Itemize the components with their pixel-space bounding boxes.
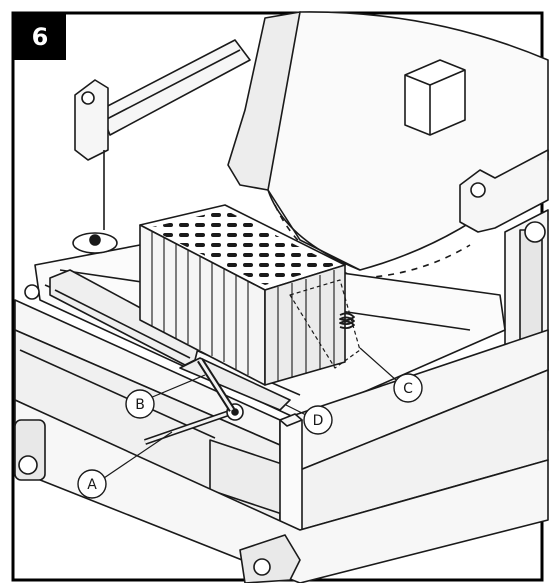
- rail-knob: [72, 232, 118, 254]
- callout-b-label: B: [135, 397, 145, 413]
- callout-a-label: A: [87, 477, 97, 493]
- callout-c-label: C: [403, 381, 413, 397]
- leader-d: [285, 404, 307, 416]
- step-number-badge: 6: [14, 14, 66, 60]
- callout-a-circle: [77, 469, 107, 499]
- brick-workpiece: [139, 204, 361, 386]
- brick-side-face: [264, 264, 346, 386]
- callouts: [77, 373, 423, 499]
- callout-d-circle: [303, 405, 333, 435]
- guard-knob: [404, 59, 466, 136]
- leader-c: [359, 347, 397, 381]
- leader-b: [149, 374, 206, 399]
- callout-leaders: [103, 347, 397, 479]
- cut-line-outline: [289, 279, 361, 369]
- left-wheel: [14, 419, 46, 481]
- leader-a: [103, 431, 173, 479]
- rear-left-rail: [99, 39, 251, 136]
- spring-clip-c: [339, 312, 355, 330]
- callout-b-circle: [125, 389, 155, 419]
- right-bracket: [459, 149, 549, 233]
- callout-d-label: D: [313, 413, 324, 429]
- callout-c-circle: [393, 373, 423, 403]
- front-post: [279, 419, 303, 531]
- saw-machine-drawing: [14, 11, 549, 583]
- left-bracket: [74, 79, 109, 161]
- front-caster: [239, 534, 301, 583]
